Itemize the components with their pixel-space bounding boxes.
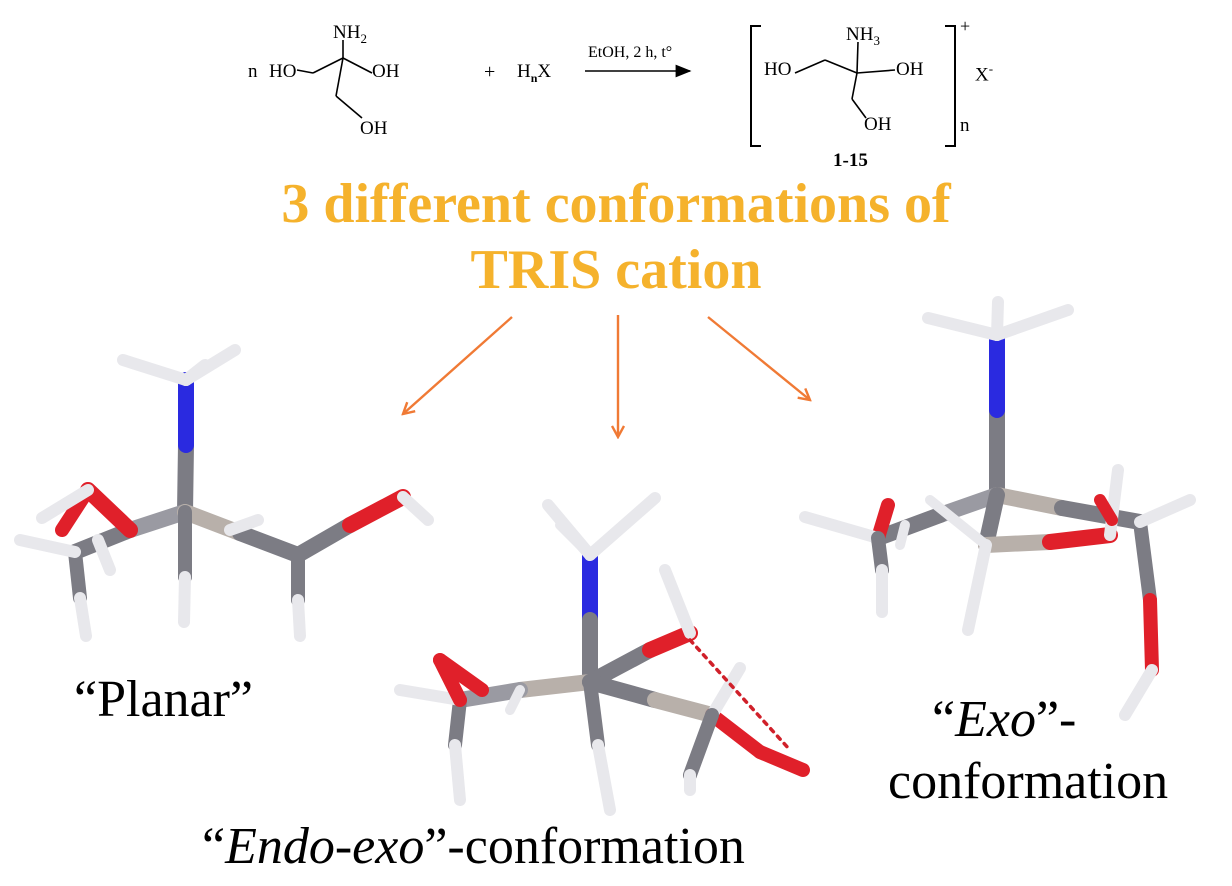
coefficient-n: n <box>248 61 258 82</box>
reactant-nh2-text: NH <box>333 22 361 43</box>
reactant-nh2-label: NH2 <box>333 22 367 47</box>
conformation-arrows <box>403 315 810 437</box>
endo-exo-rest: ”-conformation <box>424 818 745 875</box>
endo-exo-label: “Endo-exo”-conformation <box>202 817 745 877</box>
hydrogen-bond <box>688 638 792 752</box>
acid-x: X <box>537 61 552 82</box>
product-brackets <box>750 25 956 147</box>
product-multiplier: n <box>960 115 970 136</box>
exo-open-quote: “ <box>932 691 956 748</box>
acid-h: H <box>517 61 531 82</box>
plus-sign: + <box>484 61 496 83</box>
product-nh3-text: NH <box>846 24 874 45</box>
headline-line-1: 3 different conformations of <box>281 173 951 235</box>
acid-n-subscript: n <box>530 70 538 85</box>
endo-exo-molecule <box>394 492 810 816</box>
reactant-ho-left: HO <box>269 61 297 82</box>
planar-molecule <box>14 344 434 642</box>
reaction-conditions: EtOH, 2 h, t° <box>588 44 673 61</box>
reactant-structure <box>296 40 373 119</box>
exo-italic: Exo <box>955 691 1036 748</box>
reactant-nh2-subscript: 2 <box>360 30 367 46</box>
compound-numbers: 1-15 <box>833 150 868 171</box>
exo-label-line-2: conformation <box>888 753 1169 810</box>
arrow-to-planar <box>403 316 513 414</box>
exo-molecule <box>799 296 1196 721</box>
planar-label: “Planar” <box>74 671 254 728</box>
product-ho-left: HO <box>764 59 792 80</box>
product-nh3-label: NH3 <box>846 24 880 49</box>
counterion-charge: - <box>988 61 994 76</box>
exo-label-line-1: “Exo”- <box>932 690 1076 750</box>
endo-exo-open-quote: “ <box>202 818 226 875</box>
reactant-oh-right: OH <box>372 61 400 82</box>
product-nh3-subscript: 3 <box>873 32 880 48</box>
reactant-oh-bottom: OH <box>360 118 388 139</box>
acid-formula: HnX <box>517 61 551 86</box>
product-oh-bottom: OH <box>864 114 892 135</box>
arrow-to-exo <box>707 316 810 400</box>
product-structure <box>794 41 896 119</box>
product-counterion: X- <box>975 61 993 86</box>
headline-line-2: TRIS cation <box>470 239 762 301</box>
counterion-x: X <box>975 64 989 86</box>
product-charge: + <box>960 16 971 36</box>
exo-rest: ”- <box>1035 691 1077 748</box>
product-oh-right: OH <box>896 59 924 80</box>
endo-exo-italic: Endo-exo <box>225 818 425 875</box>
